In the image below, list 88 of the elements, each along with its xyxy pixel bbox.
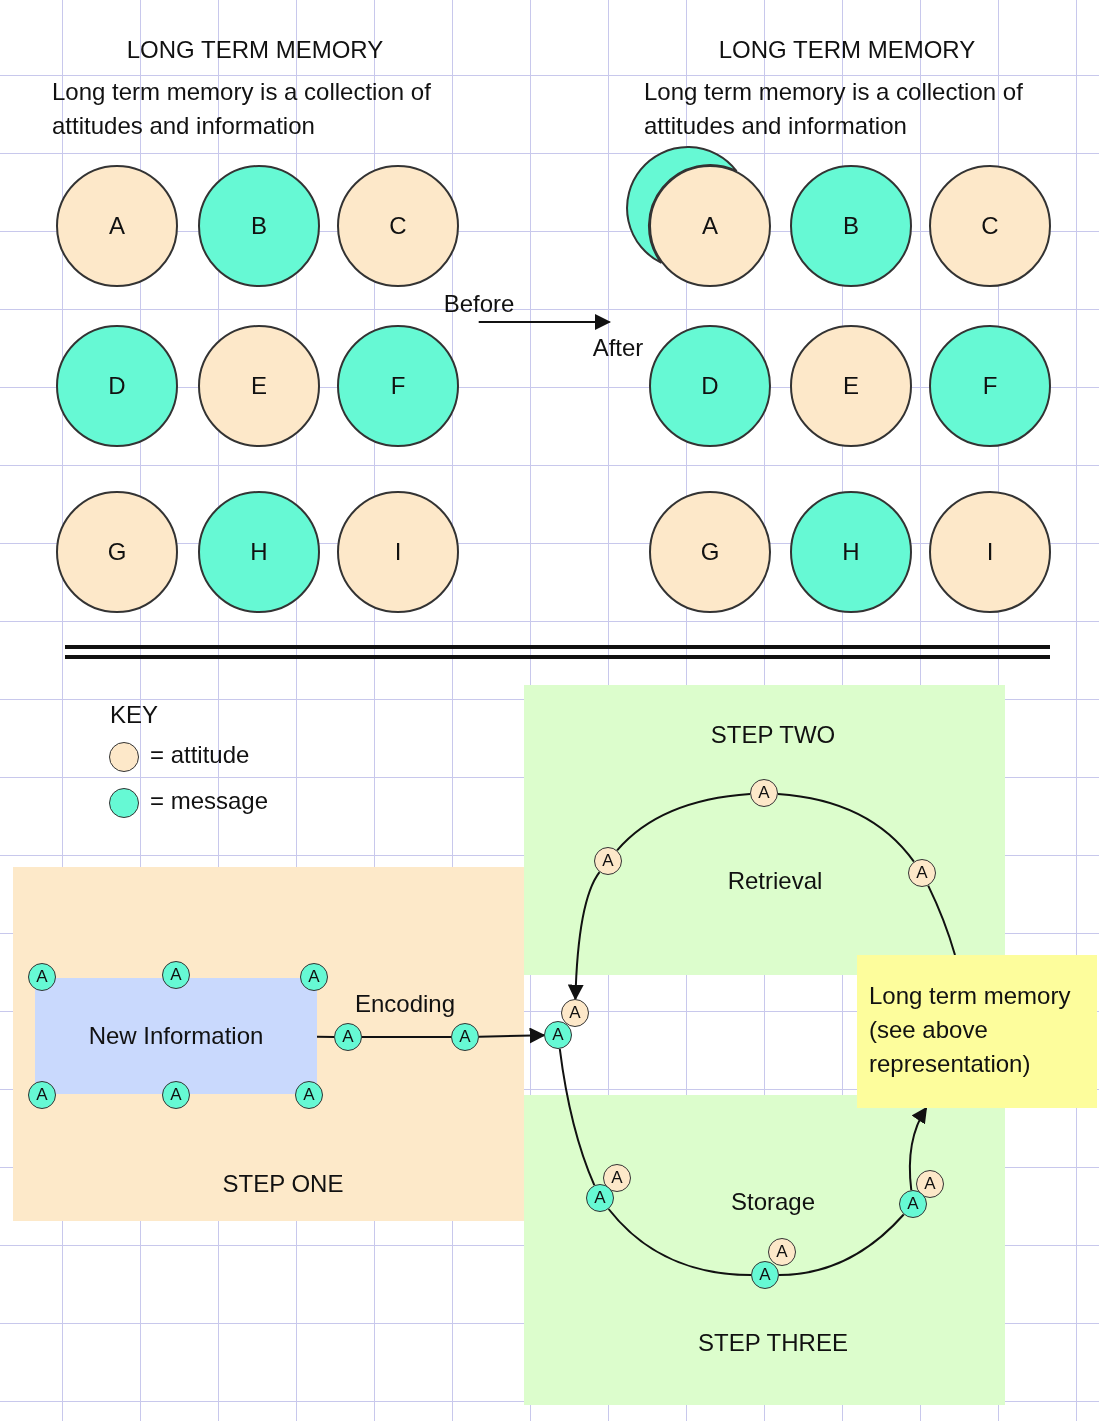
message-circle (162, 961, 190, 989)
note-text: Long term memory (see above representation) (869, 982, 1071, 1077)
circle-letter: E (251, 372, 267, 400)
arrow (567, 871, 601, 1001)
attitude-circle (561, 999, 589, 1027)
message-circle (899, 1190, 927, 1218)
message-circle (334, 1023, 362, 1051)
message-circle (295, 1081, 323, 1109)
arrow-caption: After (592, 334, 644, 362)
description-text: Long term memory is a collection of attitudes and information (644, 77, 1024, 141)
panel-heading: LONG TERM MEMORY (126, 35, 384, 65)
attitude-circle (603, 1164, 631, 1192)
edge-label: Encoding (354, 990, 456, 1018)
panel-heading: LONG TERM MEMORY (718, 35, 976, 65)
connector-line (616, 792, 751, 852)
connector-line (778, 1213, 905, 1276)
box-text: New Information (88, 1022, 264, 1050)
message-circle (451, 1023, 479, 1051)
connector-line (361, 1036, 452, 1038)
attitude-circle (916, 1170, 944, 1198)
circle-letter: A (109, 212, 125, 240)
arrow (478, 1027, 546, 1044)
arrow (908, 1106, 928, 1192)
description-text: Long term memory is a collection of attitudes and information (52, 77, 432, 141)
message-circle (544, 1021, 572, 1049)
attitude-circle (750, 779, 778, 807)
message-circle (586, 1184, 614, 1212)
circle-letter: B (251, 212, 267, 240)
circle-letter: A (342, 1027, 354, 1047)
panel-text: Retrieval (727, 867, 823, 895)
message-circle (300, 963, 328, 991)
circle-letter: A (594, 1188, 606, 1208)
circle-letter: D (701, 372, 719, 400)
step-panel (524, 685, 1005, 975)
circle-letter: A (36, 967, 48, 987)
circle-letter: A (758, 783, 770, 803)
panel-text: STEP THREE (698, 1329, 848, 1357)
panel-text: STEP ONE (222, 1170, 344, 1198)
circle-letter: F (982, 372, 998, 400)
circle-letter: E (843, 372, 859, 400)
connector-line (777, 792, 915, 863)
circle-letter: G (107, 538, 127, 566)
circle-letter: A (170, 1085, 182, 1105)
circle-letter: A (552, 1025, 564, 1045)
step-panel (524, 1095, 1005, 1405)
message-circle (28, 963, 56, 991)
connector-line (607, 1208, 752, 1276)
circle-letter: A (759, 1265, 771, 1285)
circle-letter: H (250, 538, 268, 566)
circle-letter: H (842, 538, 860, 566)
arrow (477, 314, 611, 330)
circle-letter: A (569, 1003, 581, 1023)
connector-line (558, 1047, 596, 1187)
note-box (857, 955, 1097, 1108)
legend-heading: KEY (110, 700, 159, 730)
connector-line (316, 1035, 335, 1038)
attitude-circle (594, 847, 622, 875)
circle-letter: A (170, 965, 182, 985)
legend-text: = message (150, 787, 269, 815)
circle-letter: A (303, 1085, 315, 1105)
circle-letter: A (776, 1242, 788, 1262)
circle-letter: C (981, 212, 999, 240)
message-circle (28, 1081, 56, 1109)
circle-letter: A (916, 863, 928, 883)
panel-text: STEP TWO (710, 721, 836, 749)
circle-letter: D (108, 372, 126, 400)
circle-letter: C (389, 212, 407, 240)
circle-letter: A (36, 1085, 48, 1105)
circle-letter: A (459, 1027, 471, 1047)
step-panel (13, 867, 524, 1221)
attitude-circle (908, 859, 936, 887)
legend-text: = attitude (150, 741, 250, 769)
circle-letter: F (390, 372, 406, 400)
connector-line (927, 884, 956, 956)
message-circle (751, 1261, 779, 1289)
circle-letter: A (907, 1194, 919, 1214)
arrow-caption: Before (443, 290, 515, 318)
panel-text: Storage (730, 1188, 816, 1216)
attitude-circle (768, 1238, 796, 1266)
circle-letter: A (611, 1168, 623, 1188)
circle-letter: A (602, 851, 614, 871)
circle-letter: A (924, 1174, 936, 1194)
circle-letter: I (394, 538, 402, 566)
circle-letter: G (700, 538, 720, 566)
circle-letter: B (843, 212, 859, 240)
circle-letter: I (986, 538, 994, 566)
circle-letter: A (702, 212, 718, 240)
circle-letter: A (308, 967, 320, 987)
